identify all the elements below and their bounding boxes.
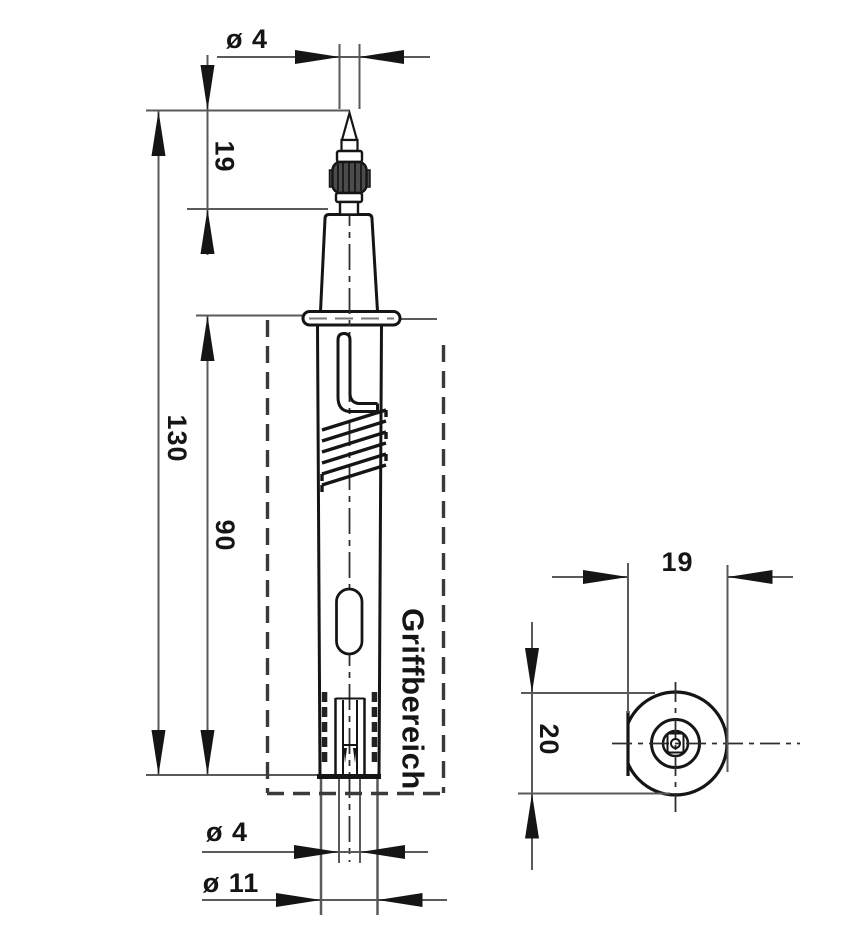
tip-cone xyxy=(340,108,359,142)
end-view: 19 20 xyxy=(518,547,800,870)
end-width-label: 19 xyxy=(661,547,693,577)
grip-length-label: 90 xyxy=(210,519,240,551)
body-diameter-label: ø 11 xyxy=(203,868,260,898)
contact-lamellae xyxy=(321,692,378,762)
tip-diameter-label: ø 4 xyxy=(226,24,268,54)
end-height-label: 20 xyxy=(534,723,564,755)
inspection-slot xyxy=(335,587,364,656)
end-view-arrowheads xyxy=(525,570,773,839)
center-pin xyxy=(670,738,681,749)
reference-lines xyxy=(146,44,437,915)
socket-diameter-label: ø 4 xyxy=(206,817,248,847)
socket-section xyxy=(317,692,381,779)
center-socket-detail xyxy=(666,732,685,754)
grip-area-label: Griffbereich xyxy=(396,608,431,790)
probe-outline xyxy=(301,213,402,779)
grip-zone-boundary xyxy=(265,320,447,796)
probe-tip xyxy=(328,108,371,216)
total-length-label: 130 xyxy=(162,414,192,462)
tip-length-label: 19 xyxy=(210,140,240,172)
end-view-reference-lines xyxy=(518,563,729,795)
arrowheads xyxy=(151,50,423,907)
spring-hatch xyxy=(320,408,388,492)
hook-channel xyxy=(336,331,379,413)
front-view: ø 4 19 130 90 Griffbereich ø 4 ø 11 xyxy=(146,24,447,915)
